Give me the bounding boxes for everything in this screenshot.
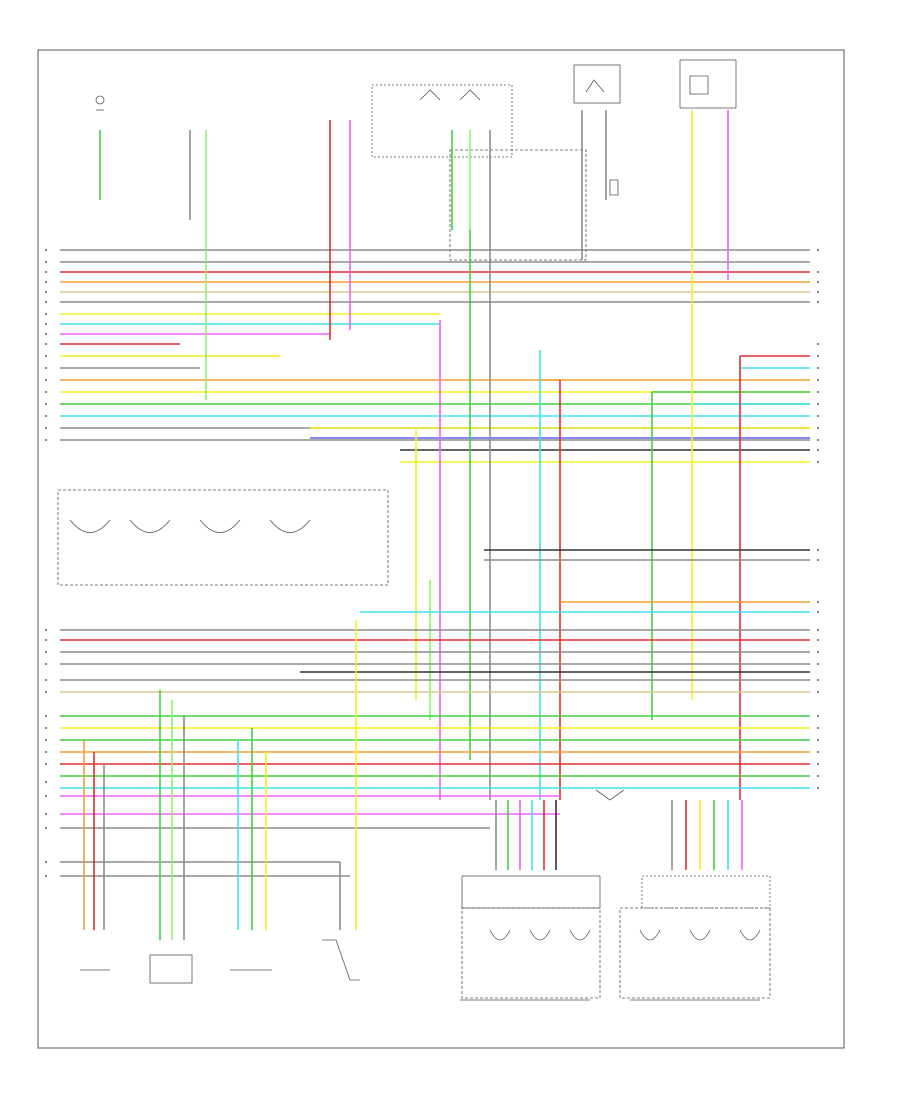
injector-bank-right bbox=[619, 907, 771, 999]
fuel-pump-relay-box bbox=[573, 64, 621, 104]
middle-wire-bus bbox=[60, 549, 810, 877]
fuse-block-box bbox=[449, 149, 587, 261]
right-pin-markers bbox=[817, 249, 819, 789]
left-pin-markers bbox=[45, 249, 47, 877]
injector-drop-wires bbox=[495, 800, 743, 870]
bottom-sensor-ticks bbox=[80, 969, 760, 1001]
injector-bank-left bbox=[461, 907, 601, 999]
top-components bbox=[57, 59, 771, 999]
diagram-frame bbox=[37, 49, 845, 1049]
lower-vertical-wires bbox=[83, 620, 357, 940]
upper-wire-bus bbox=[60, 249, 810, 441]
vertical-top-wires bbox=[99, 110, 729, 400]
vehicle-speed-sensor-box bbox=[679, 59, 737, 109]
schematic-symbols bbox=[69, 75, 761, 981]
sensor-box-2 bbox=[149, 954, 193, 984]
ignition-switch-box bbox=[371, 84, 513, 158]
injector-module-right bbox=[641, 875, 771, 909]
pcm-connector-left bbox=[57, 489, 389, 586]
right-upper-wires bbox=[310, 355, 810, 463]
injector-module-left bbox=[461, 875, 601, 909]
long-vertical-wires bbox=[415, 230, 741, 800]
